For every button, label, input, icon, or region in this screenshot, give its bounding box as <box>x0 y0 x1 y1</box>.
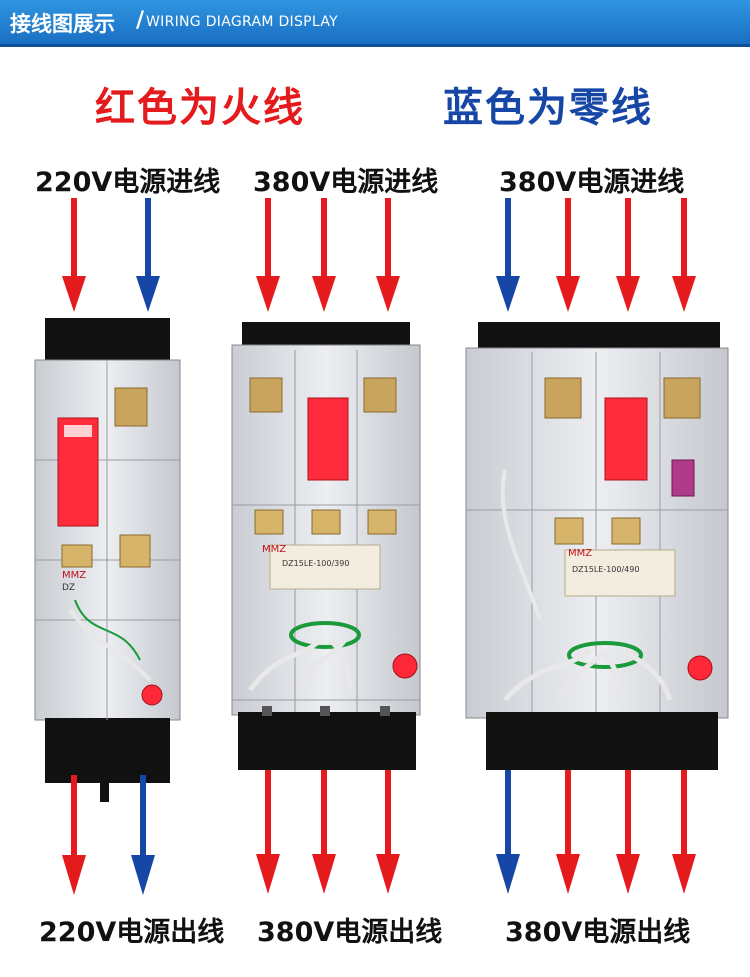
arrow-live-in-380a-1 <box>256 198 280 312</box>
arrow-live-out-380a-3 <box>376 770 400 894</box>
input-arrows <box>62 198 696 312</box>
device-2-brand: MMZ <box>262 544 286 555</box>
arrow-live-out-380b-3 <box>672 770 696 894</box>
arrow-live-in-380b-2 <box>616 198 640 312</box>
device-2-model: DZ15LE-100/390 <box>282 559 349 568</box>
arrow-live-in-380b-3 <box>672 198 696 312</box>
label-380v-in-a: 380V电源进线 <box>253 167 439 198</box>
device-1-brand: MMZ <box>62 570 86 581</box>
header-title-en: WIRING DIAGRAM DISPLAY <box>146 14 338 30</box>
arrow-live-in-380b-1 <box>556 198 580 312</box>
arrow-neutral-out-220 <box>131 775 155 895</box>
breaker-220v <box>34 318 181 802</box>
arrow-live-out-380a-1 <box>256 770 280 894</box>
arrow-neutral-in-380b <box>496 198 520 312</box>
device-3-model: DZ15LE-100/490 <box>572 565 639 574</box>
label-380v-in-b: 380V电源进线 <box>499 167 685 198</box>
label-380v-out-a: 380V电源出线 <box>257 917 443 948</box>
device-1-model: DZ <box>62 583 75 593</box>
legend-live: 红色为火线 <box>95 85 305 131</box>
device-3-brand: MMZ <box>568 548 592 559</box>
arrow-neutral-in-220 <box>136 198 160 312</box>
label-380v-out-b: 380V电源出线 <box>505 917 691 948</box>
breaker-380v-4p <box>465 322 729 770</box>
arrow-live-out-220 <box>62 775 86 895</box>
arrow-neutral-out-380b <box>496 770 520 894</box>
breaker-380v-3p <box>231 322 421 770</box>
output-arrows <box>62 770 696 895</box>
header-slash: / <box>136 8 145 33</box>
arrow-live-out-380b-2 <box>616 770 640 894</box>
arrow-live-in-380a-3 <box>376 198 400 312</box>
legend-neutral: 蓝色为零线 <box>443 85 653 131</box>
arrow-live-out-380b-1 <box>556 770 580 894</box>
arrow-live-in-380a-2 <box>312 198 336 312</box>
label-220v-out: 220V电源出线 <box>39 917 225 948</box>
arrow-live-out-380a-2 <box>312 770 336 894</box>
label-220v-in: 220V电源进线 <box>35 167 221 198</box>
arrow-live-in-220 <box>62 198 86 312</box>
header-title-cn: 接线图展示 <box>10 12 115 36</box>
header-bar: 接线图展示 / WIRING DIAGRAM DISPLAY <box>0 0 750 47</box>
